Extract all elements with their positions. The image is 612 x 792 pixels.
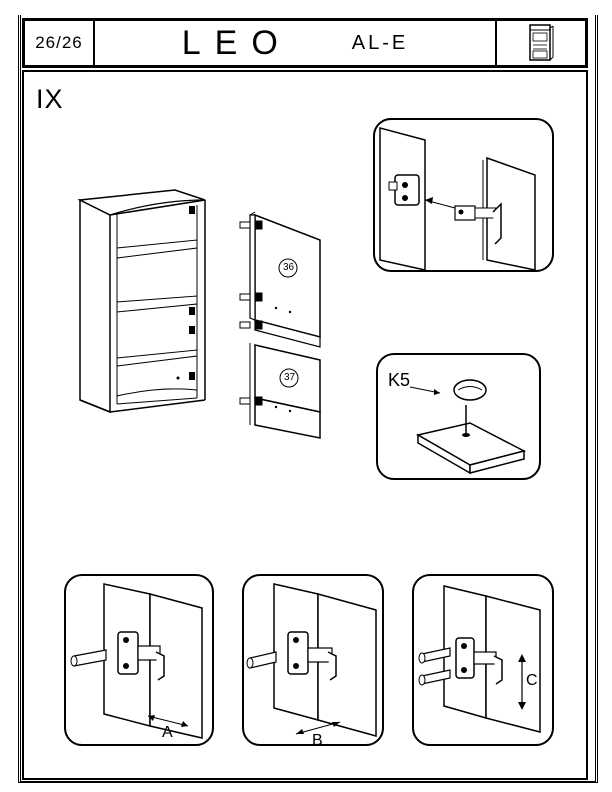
- model-code: AL-E: [351, 31, 409, 54]
- adjustment-panel-vertical: C: [412, 574, 554, 746]
- fitting-label: K5: [388, 370, 411, 390]
- knob-illustration: [409, 379, 527, 475]
- title-block: LEO AL-E: [95, 21, 497, 65]
- hinge-adjustment-c-illustration: [418, 585, 541, 733]
- page-number: 26/26: [25, 21, 95, 65]
- content-frame: [22, 70, 588, 780]
- step-number: IX: [36, 84, 64, 114]
- adjustment-label-a: A: [162, 724, 173, 741]
- adjustment-label-b: B: [312, 732, 323, 746]
- product-name: LEO: [181, 23, 292, 62]
- cabinet-thumbnail-icon: [497, 21, 585, 65]
- page-frame: [18, 15, 598, 783]
- hinge-detail-panel: [373, 118, 554, 272]
- page-header: 26/26 LEO AL-E: [22, 18, 588, 68]
- part-number-upper-door: 36: [283, 262, 295, 273]
- handle-fitting-panel: K5: [376, 353, 541, 480]
- hinge-insert-illustration: [379, 127, 536, 270]
- part-number-lower-door: 37: [284, 372, 296, 383]
- hinge-adjustment-b-illustration: [246, 583, 377, 737]
- adjustment-panel-depth: B: [242, 574, 384, 746]
- adjustment-panel-horizontal: A: [64, 574, 214, 746]
- hinge-adjustment-a-illustration: [70, 583, 203, 739]
- adjustment-label-c: C: [526, 672, 538, 689]
